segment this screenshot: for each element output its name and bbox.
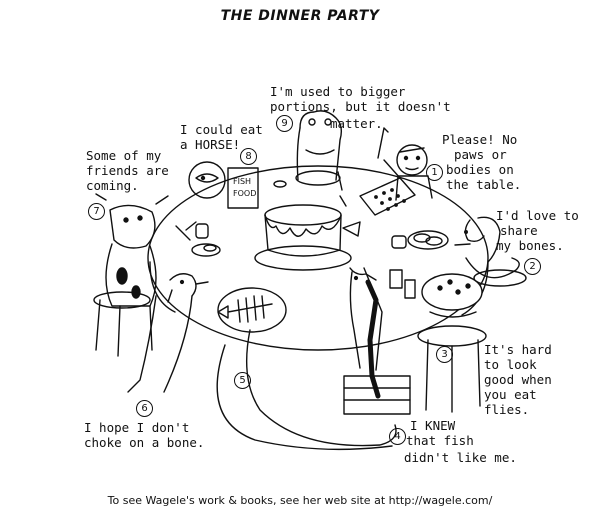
cow: [93, 193, 169, 357]
number-1-badge: 1: [426, 164, 443, 181]
frog: [417, 273, 487, 413]
parrot: [127, 273, 209, 393]
fish-skeleton: [217, 287, 287, 333]
caption-3-line2: to look: [484, 357, 537, 372]
number-2-badge: 2: [524, 258, 541, 275]
number-4-badge: 4: [389, 428, 406, 445]
caption-3-line5: flies.: [484, 402, 530, 417]
fishbowl: [188, 161, 259, 209]
caption-8-line1: I could eat: [180, 122, 263, 137]
footer-credit: To see Wagele's work & books, see her we…: [107, 494, 493, 507]
caption-9-line3: matter.: [330, 116, 383, 131]
caption-9-line1: I'm used to bigger: [270, 84, 406, 99]
number-5-badge: 5: [234, 372, 251, 389]
horse: [343, 267, 411, 415]
utensils: [175, 195, 347, 241]
caption-4-line1: I KNEW: [410, 418, 456, 433]
caption-2-line2: share: [500, 223, 538, 238]
caption-6-line2: choke on a bone.: [84, 435, 205, 450]
number-7-badge: 7: [88, 203, 105, 220]
caption-8-line2: a HORSE!: [180, 137, 241, 152]
fish-food-label-line1: FISH: [233, 177, 251, 186]
crocodile: [296, 110, 343, 181]
number-9-badge: 9: [276, 115, 293, 132]
caption-9-line2: portions, but it doesn't: [270, 99, 451, 114]
number-8-badge: 8: [240, 148, 257, 165]
caption-4-line3: didn't like me.: [404, 450, 517, 465]
page-title: THE DINNER PARTY: [220, 8, 380, 24]
dog: [454, 216, 527, 287]
number-6-badge: 6: [136, 400, 153, 417]
caption-4-line2: that fish: [406, 433, 474, 448]
caption-7-line3: coming.: [86, 178, 139, 193]
caption-7-line2: friends are: [86, 163, 169, 178]
caption-1-line1: Please! No: [442, 132, 518, 147]
caption-1-line4: the table.: [446, 177, 522, 192]
caption-3-line4: you eat: [484, 387, 537, 402]
table: [147, 165, 489, 451]
number-3-badge: 3: [436, 346, 453, 363]
caption-2-line3: my bones.: [496, 238, 564, 253]
caption-6-line1: I hope I don't: [84, 420, 190, 435]
table-dishes: [191, 170, 449, 299]
caption-1-line2: paws or: [454, 147, 507, 162]
cake: [254, 204, 361, 271]
man-host: [377, 127, 433, 201]
caption-1-line3: bodies on: [446, 162, 514, 177]
caption-7-line1: Some of my: [86, 148, 162, 163]
caption-3-line3: good when: [484, 372, 552, 387]
fish-food-label-line2: FOOD: [233, 189, 256, 198]
caption-3-line1: It's hard: [484, 342, 552, 357]
caption-2-line1: I'd love to: [496, 208, 579, 223]
